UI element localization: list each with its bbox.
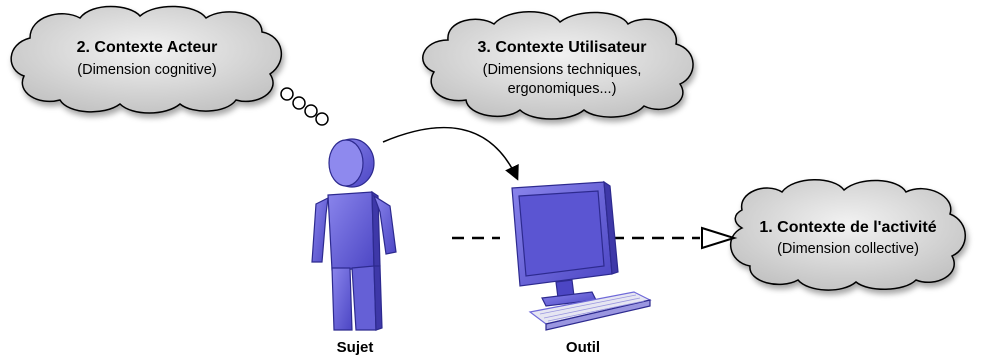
cloud-activite-title: 1. Contexte de l'activité — [759, 219, 936, 236]
cloud-utilisateur-subtitle-line1: (Dimensions techniques, — [483, 62, 642, 78]
cloud-utilisateur-subtitle-line2: ergonomiques...) — [508, 81, 617, 97]
person-icon — [311, 138, 397, 331]
label-sujet: Sujet — [337, 339, 374, 356]
curved-arrow — [382, 126, 519, 181]
dashed-arrow — [452, 226, 738, 250]
thought-bubble — [292, 96, 306, 110]
cloud-acteur-subtitle: (Dimension cognitive) — [77, 62, 216, 78]
cloud-activite-subtitle: (Dimension collective) — [777, 241, 919, 257]
computer-icon — [511, 180, 652, 331]
thought-bubble — [304, 104, 318, 118]
cloud-contexte-utilisateur — [422, 11, 694, 120]
keyboard-keys — [539, 294, 645, 322]
thought-bubble — [280, 87, 294, 101]
cloud-contexte-activite — [729, 179, 966, 291]
thought-bubble — [315, 112, 329, 126]
cloud-acteur-title: 2. Contexte Acteur — [77, 39, 218, 56]
cloud-contexte-acteur — [10, 5, 283, 114]
thought-bubbles — [280, 87, 329, 126]
label-outil: Outil — [566, 339, 600, 356]
cloud-utilisateur-title: 3. Contexte Utilisateur — [478, 39, 647, 56]
